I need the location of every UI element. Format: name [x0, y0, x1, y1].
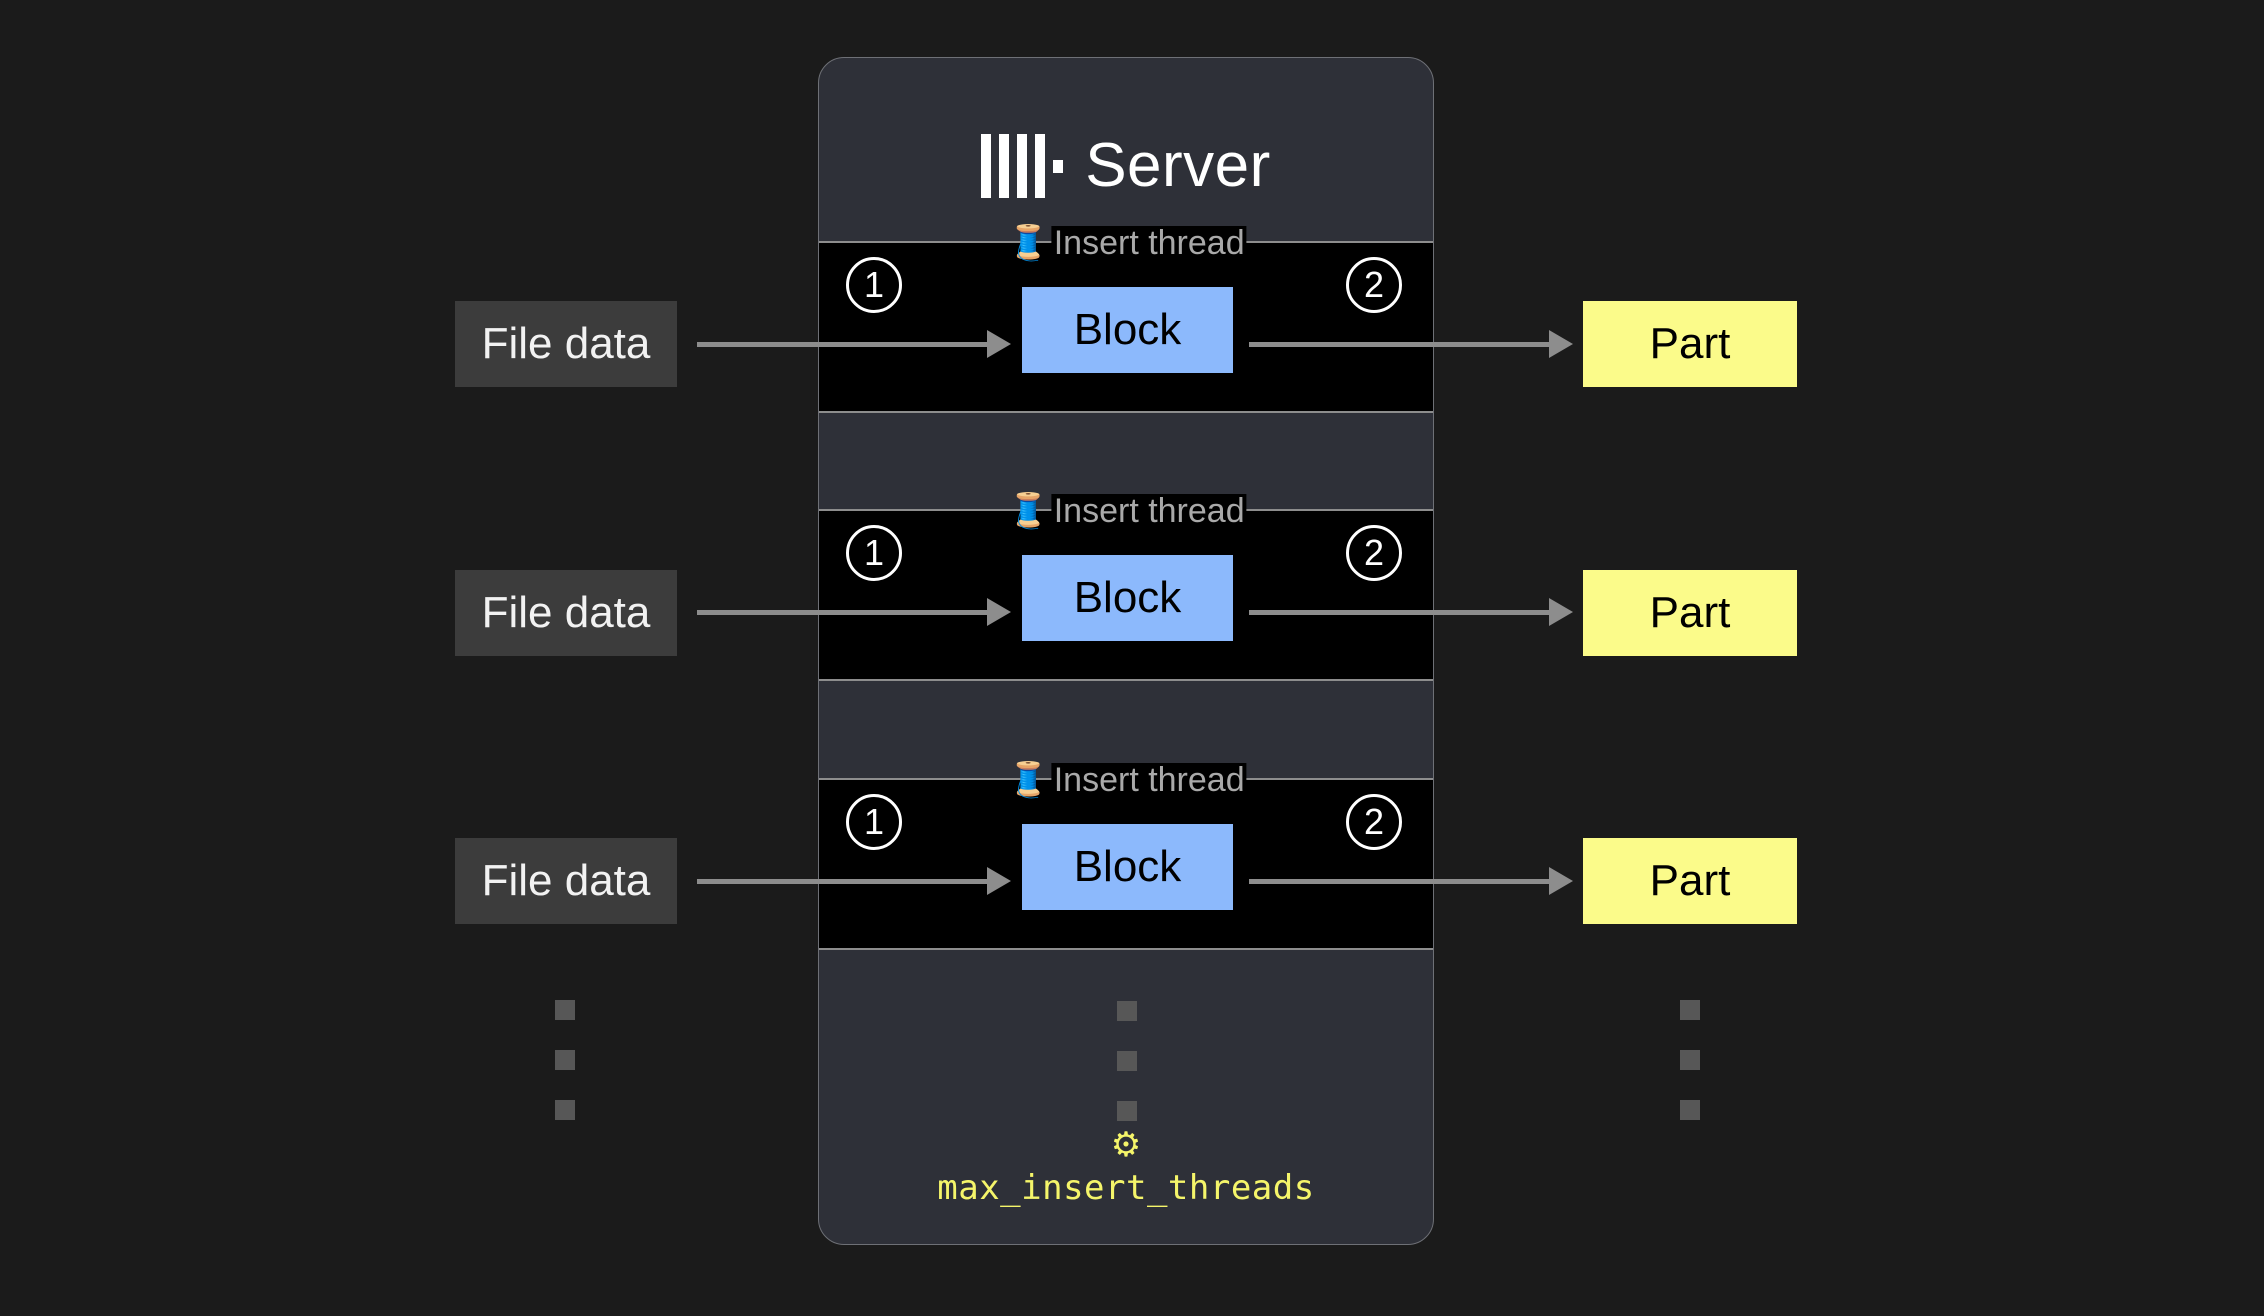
insert-thread-lane-2: 🧵 Insert thread 1 2 Block [819, 494, 1433, 681]
ellipsis-square [555, 1050, 575, 1070]
thread-spool-icon: 🧵 [1007, 224, 1050, 262]
block-label: Block [1073, 573, 1182, 622]
insert-thread-lane-3: 🧵 Insert thread 1 2 Block [819, 763, 1433, 950]
file-data-box-1: File data [455, 301, 677, 387]
block-label: Block [1073, 305, 1182, 354]
file-data-label: File data [481, 856, 651, 905]
server-panel: Server 🧵 Insert thread 1 2 Block 🧵 Inser… [818, 57, 1434, 1245]
ellipsis-square [555, 1100, 575, 1120]
step-marker-1-in: 1 [846, 257, 902, 313]
thread-spool-icon: 🧵 [1007, 492, 1050, 530]
ellipsis-square [1680, 1000, 1700, 1020]
block-box-2: Block [1022, 555, 1233, 641]
block-label: Block [1073, 842, 1182, 891]
block-box-1: Block [1022, 287, 1233, 373]
ellipsis-square [1117, 1051, 1137, 1071]
file-data-label: File data [481, 588, 651, 637]
ellipsis-center [1117, 1001, 1137, 1121]
ellipsis-right [1680, 1000, 1700, 1120]
step-marker-2-in: 1 [846, 525, 902, 581]
ellipsis-square [1680, 1050, 1700, 1070]
insert-thread-text: Insert thread [1051, 492, 1247, 530]
part-label: Part [1649, 856, 1731, 905]
part-box-2: Part [1583, 570, 1797, 656]
step-marker-2-out: 2 [1346, 525, 1402, 581]
ellipsis-square [1117, 1001, 1137, 1021]
arrow-head-file-to-block-2 [987, 598, 1011, 626]
setting-name: max_insert_threads [937, 1168, 1315, 1208]
part-label: Part [1649, 588, 1731, 637]
arrow-line-block-to-part-1 [1249, 342, 1549, 347]
arrow-line-file-to-block-2 [697, 610, 987, 615]
part-label: Part [1649, 319, 1731, 368]
ellipsis-square [1680, 1100, 1700, 1120]
insert-thread-label-2: 🧵 Insert thread [1007, 492, 1247, 530]
block-box-3: Block [1022, 824, 1233, 910]
file-data-label: File data [481, 319, 651, 368]
arrow-line-block-to-part-2 [1249, 610, 1549, 615]
page-title: Server [1085, 131, 1271, 200]
arrow-head-block-to-part-1 [1549, 330, 1573, 358]
part-box-1: Part [1583, 301, 1797, 387]
insert-thread-text: Insert thread [1051, 761, 1247, 799]
server-title: Server [819, 130, 1433, 201]
step-marker-3-out: 2 [1346, 794, 1402, 850]
insert-thread-label-3: 🧵 Insert thread [1007, 761, 1247, 799]
arrow-line-block-to-part-3 [1249, 879, 1549, 884]
thread-spool-icon: 🧵 [1007, 761, 1050, 799]
arrow-line-file-to-block-1 [697, 342, 987, 347]
insert-thread-label-1: 🧵 Insert thread [1007, 224, 1247, 262]
ellipsis-square [1117, 1101, 1137, 1121]
file-data-box-2: File data [455, 570, 677, 656]
setting-annotation: ⚙ max_insert_threads [819, 1128, 1433, 1208]
arrow-head-file-to-block-1 [987, 330, 1011, 358]
arrow-line-file-to-block-3 [697, 879, 987, 884]
arrow-head-file-to-block-3 [987, 867, 1011, 895]
gear-icon: ⚙ [1110, 1126, 1142, 1164]
ellipsis-square [555, 1000, 575, 1020]
file-data-box-3: File data [455, 838, 677, 924]
clickhouse-logo-icon [981, 133, 1064, 198]
step-marker-3-in: 1 [846, 794, 902, 850]
ellipsis-left [555, 1000, 575, 1120]
part-box-3: Part [1583, 838, 1797, 924]
arrow-head-block-to-part-2 [1549, 598, 1573, 626]
step-marker-1-out: 2 [1346, 257, 1402, 313]
insert-thread-lane-1: 🧵 Insert thread 1 2 Block [819, 226, 1433, 413]
arrow-head-block-to-part-3 [1549, 867, 1573, 895]
insert-thread-text: Insert thread [1051, 224, 1247, 262]
